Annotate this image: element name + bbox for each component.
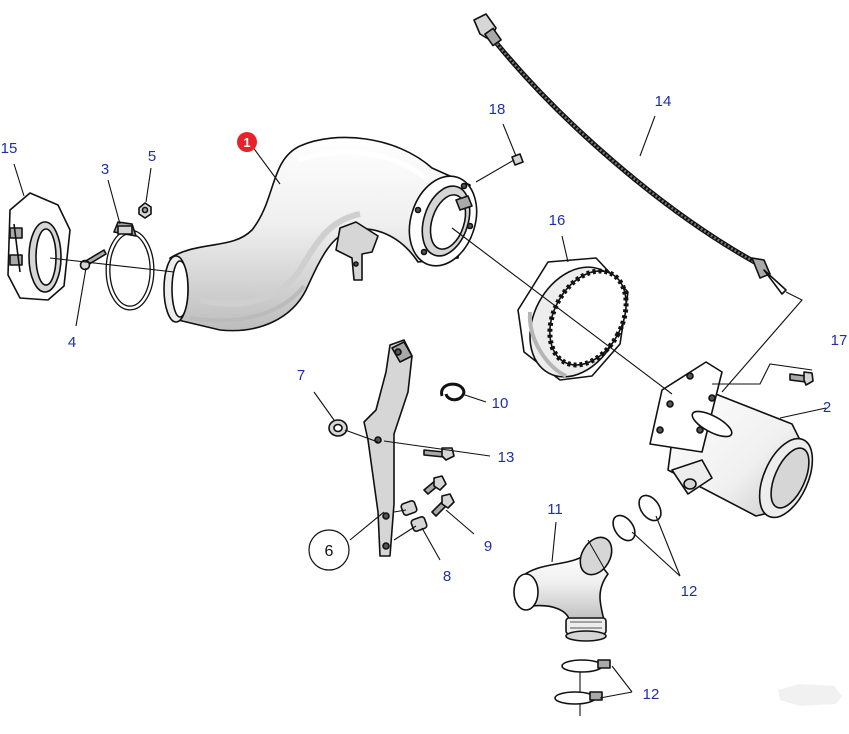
part-11-elbow-pipe <box>513 536 613 642</box>
callout-4: 4 <box>68 334 76 351</box>
part-10-clip <box>440 382 466 402</box>
callout-12-upper: 12 <box>681 583 698 600</box>
part-2-tailpipe <box>649 361 814 519</box>
callout-6-circle: 6 <box>308 529 350 571</box>
callout-14: 14 <box>655 93 672 110</box>
callout-10: 10 <box>492 395 509 412</box>
callout-labels: 1 2 3 4 5 6 7 8 9 10 11 12 12 13 14 15 1… <box>1 93 848 703</box>
watermark-smudge <box>778 684 842 706</box>
part-6-bracket <box>363 339 413 557</box>
callout-15: 15 <box>1 140 18 157</box>
part-5-nut <box>138 202 152 219</box>
callout-12-lower: 12 <box>643 686 660 703</box>
part-18-pin <box>511 153 524 166</box>
callout-18: 18 <box>489 101 506 118</box>
part-9-bolts <box>423 475 455 517</box>
callout-7: 7 <box>297 367 305 384</box>
callout-17: 17 <box>831 332 848 349</box>
callout-16: 16 <box>549 212 566 229</box>
callout-5: 5 <box>148 148 156 165</box>
leader-lines <box>13 115 827 716</box>
part-7-washer <box>328 419 348 437</box>
part-17-bolt <box>789 371 814 386</box>
callout-2: 2 <box>823 399 831 416</box>
part-4-screw <box>79 249 107 271</box>
part-14-sensor-cable <box>473 13 787 295</box>
part-1-exhaust-pipe <box>163 136 478 332</box>
part-15-clamp-block <box>7 192 71 301</box>
part-12-clamps <box>554 494 662 705</box>
callout-11: 11 <box>547 501 563 518</box>
callout-1-badge: 1 <box>237 132 257 152</box>
callout-13: 13 <box>498 449 515 466</box>
callout-3: 3 <box>101 161 109 178</box>
callout-9: 9 <box>484 538 492 555</box>
callout-8: 8 <box>443 568 451 585</box>
callout-6: 6 <box>325 543 334 560</box>
callout-1: 1 <box>243 135 250 150</box>
